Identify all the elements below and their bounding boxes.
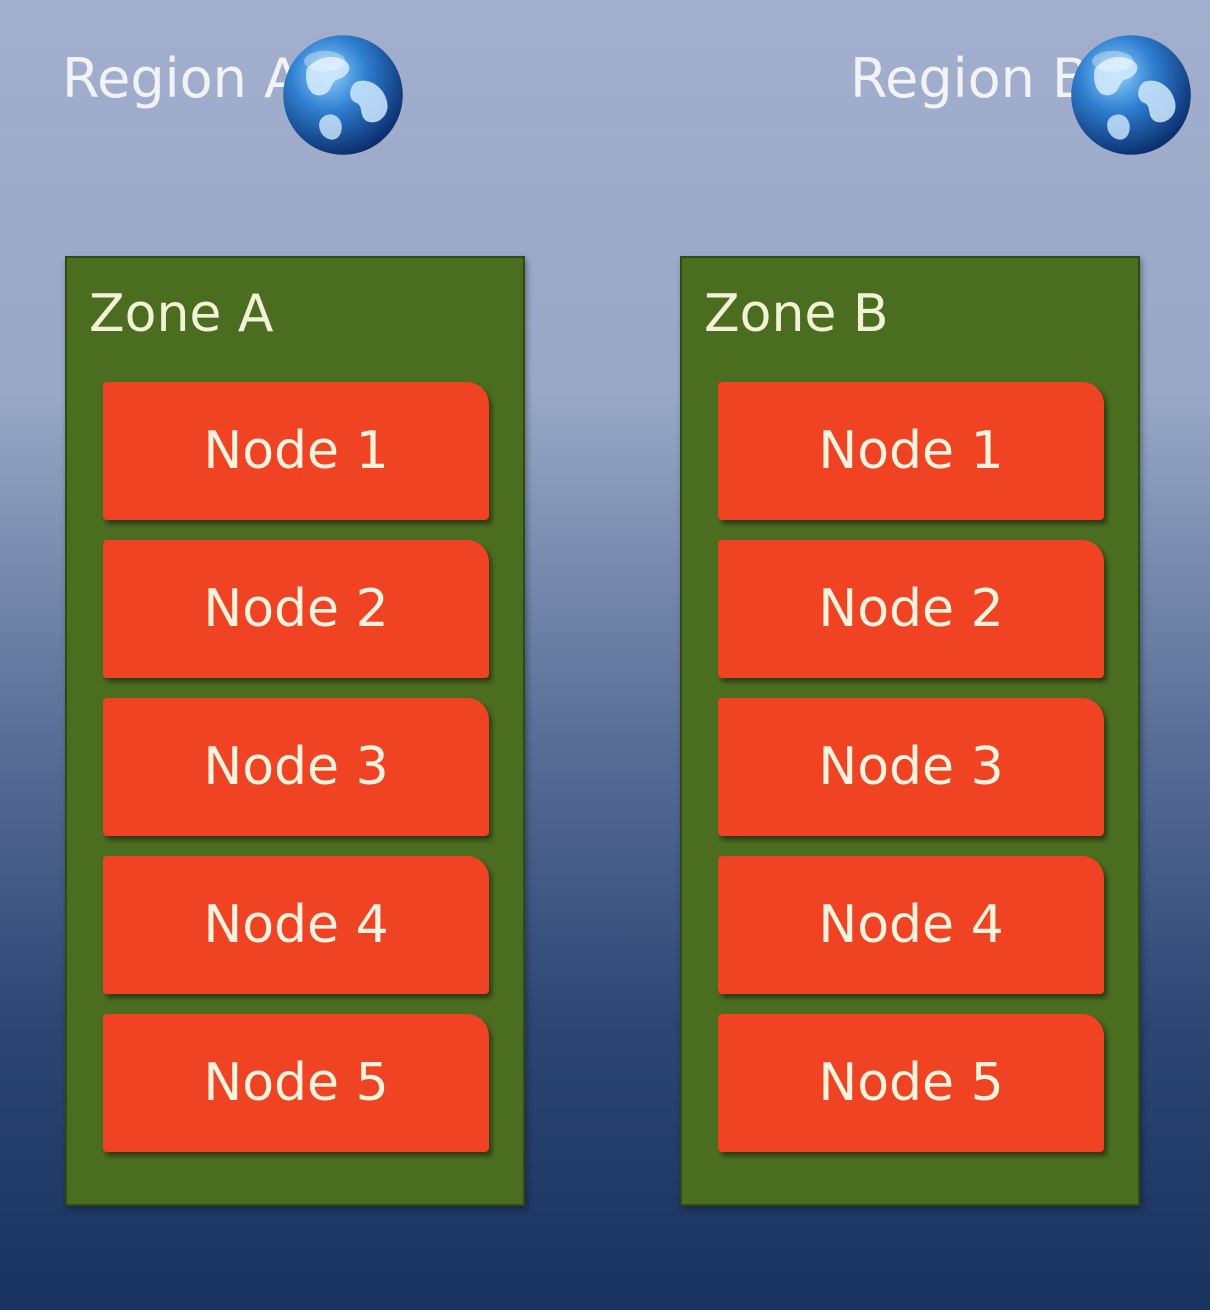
zone-a-node-5: Node 5 [103, 1014, 489, 1152]
zone-a-node-1: Node 1 [103, 382, 489, 520]
zone-b-container: Zone B Node 1 Node 2 Node 3 Node 4 Node … [680, 256, 1140, 1206]
zone-b-node-1: Node 1 [718, 382, 1104, 520]
zone-a-node-3: Node 3 [103, 698, 489, 836]
zone-b-node-5: Node 5 [718, 1014, 1104, 1152]
zone-a-container: Zone A Node 1 Node 2 Node 3 Node 4 Node … [65, 256, 525, 1206]
zone-b-node-3: Node 3 [718, 698, 1104, 836]
zone-b-node-4: Node 4 [718, 856, 1104, 994]
globe-icon [283, 35, 403, 155]
zone-a-node-2: Node 2 [103, 540, 489, 678]
globe-icon [1071, 35, 1191, 155]
region-b-label: Region B [850, 47, 1090, 110]
zone-b-title: Zone B [704, 284, 889, 344]
zone-b-node-2: Node 2 [718, 540, 1104, 678]
region-a-label: Region A [62, 47, 301, 110]
zone-a-node-4: Node 4 [103, 856, 489, 994]
zone-a-title: Zone A [89, 284, 274, 344]
